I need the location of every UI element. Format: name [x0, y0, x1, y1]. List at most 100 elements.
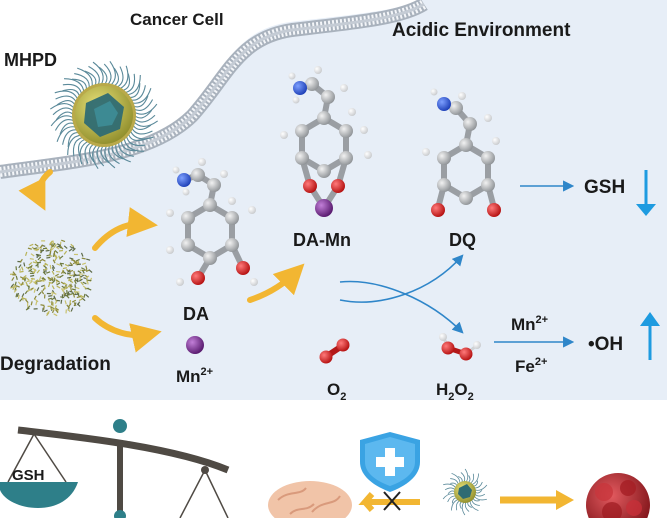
degradation-fragment	[38, 276, 42, 281]
degradation-fragment	[13, 288, 18, 293]
da-molecule	[166, 158, 258, 286]
degradation-fragment	[75, 286, 80, 290]
degradation-fragment	[68, 273, 73, 277]
degradation-fragment	[43, 309, 48, 313]
degradation-fragment	[52, 291, 57, 295]
degradation-fragment	[19, 298, 23, 302]
degradation-fragment	[64, 285, 69, 289]
degradation-fragment	[64, 263, 69, 267]
degradation-fragment	[35, 263, 40, 267]
degradation-fragment	[27, 288, 32, 293]
degradation-fragment	[63, 292, 67, 297]
degradation-fragment	[85, 275, 90, 280]
arrow-to-dq	[339, 254, 464, 303]
degradation-fragment	[23, 262, 26, 267]
polymer-chain	[443, 483, 457, 489]
label-dq: DQ	[449, 230, 476, 250]
degradation-fragment	[70, 243, 75, 248]
polymer-chain	[461, 501, 466, 516]
degradation-fragment	[47, 298, 51, 303]
degradation-fragment	[88, 269, 93, 273]
oh-up-arrow-icon	[640, 312, 660, 360]
degradation-fragment	[39, 244, 44, 249]
degradation-fragment	[45, 249, 50, 252]
degradation-fragment	[72, 293, 76, 298]
degradation-fragment	[81, 297, 86, 302]
degradation-fragment	[30, 274, 35, 277]
label-da: DA	[183, 304, 209, 324]
degradation-fragment	[48, 297, 53, 300]
degradation-fragment	[82, 281, 87, 285]
label-da-mn: DA-Mn	[293, 230, 351, 250]
degradation-fragment	[60, 270, 65, 274]
label-oh-radical: •OH	[588, 334, 623, 355]
degradation-fragment	[50, 243, 54, 248]
degradation-fragment	[53, 295, 57, 300]
degradation-fragment	[40, 304, 45, 307]
arrow-degradation-to-da	[92, 207, 158, 251]
label-fe2-catalyst: Fe2+	[515, 356, 547, 376]
degradation-fragment	[46, 312, 50, 317]
polymer-chain	[469, 500, 479, 512]
degradation-fragment	[49, 264, 52, 269]
degradation-fragment	[70, 292, 75, 296]
arrow-to-h2o2	[339, 280, 464, 334]
degradation-fragment	[28, 262, 33, 266]
degradation-fragment	[39, 258, 44, 262]
polymer-chain	[451, 472, 461, 484]
degradation-fragment	[19, 258, 23, 263]
degradation-fragment	[61, 285, 66, 289]
polymer-chain	[471, 473, 480, 485]
degradation-fragment	[16, 292, 20, 298]
degradation-fragment	[53, 278, 56, 283]
degradation-fragment	[30, 277, 35, 280]
degradation-fragment	[41, 290, 45, 295]
degradation-fragment	[67, 291, 70, 296]
degradation-fragment	[80, 252, 84, 257]
degradation-fragment	[30, 301, 33, 306]
degradation-fragment	[38, 291, 42, 296]
polymer-chain	[442, 493, 456, 500]
degradation-fragment	[50, 247, 55, 252]
degradation-fragment	[47, 276, 52, 280]
degradation-fragment	[76, 278, 79, 283]
degradation-fragment	[63, 250, 68, 255]
degradation-fragment	[70, 307, 74, 312]
degradation-fragment	[29, 243, 34, 247]
mhpd-nanoparticle	[50, 61, 158, 169]
degradation-fragment	[35, 301, 38, 306]
label-mn2-catalyst: Mn2+	[511, 314, 548, 334]
degradation-fragment	[67, 308, 71, 313]
degradation-fragment	[13, 284, 17, 289]
degradation-fragment	[52, 259, 56, 264]
degradation-fragment	[21, 266, 24, 271]
degradation-fragment	[77, 270, 82, 274]
degradation-fragment	[33, 247, 38, 250]
degradation-fragment	[69, 290, 74, 293]
degradation-fragment	[81, 262, 87, 266]
degradation-fragment	[68, 303, 72, 307]
degradation-fragment	[68, 248, 73, 252]
degradation-fragment	[66, 272, 72, 275]
degradation-fragment	[42, 271, 47, 276]
degradation-fragment	[87, 287, 92, 291]
degradation-fragment	[51, 270, 55, 275]
degradation-fragment	[86, 280, 89, 285]
label-scale-gsh: GSH	[12, 467, 45, 484]
degradation-fragment	[24, 277, 26, 282]
degradation-fragment	[73, 273, 77, 278]
degradation-fragment	[60, 288, 65, 293]
tumor-icon	[586, 473, 650, 518]
degradation-fragment	[25, 266, 30, 270]
degradation-fragment	[26, 280, 31, 283]
degradation-fragment	[50, 307, 55, 311]
label-mhpd: MHPD	[4, 50, 57, 70]
degradation-fragment	[14, 281, 17, 286]
degradation-fragment	[71, 299, 77, 303]
degradation-fragment	[60, 281, 65, 285]
degradation-fragment	[17, 281, 22, 286]
degradation-fragment	[22, 297, 27, 300]
mhpd-small-icon	[442, 468, 488, 516]
shield-plus-icon	[360, 432, 420, 492]
